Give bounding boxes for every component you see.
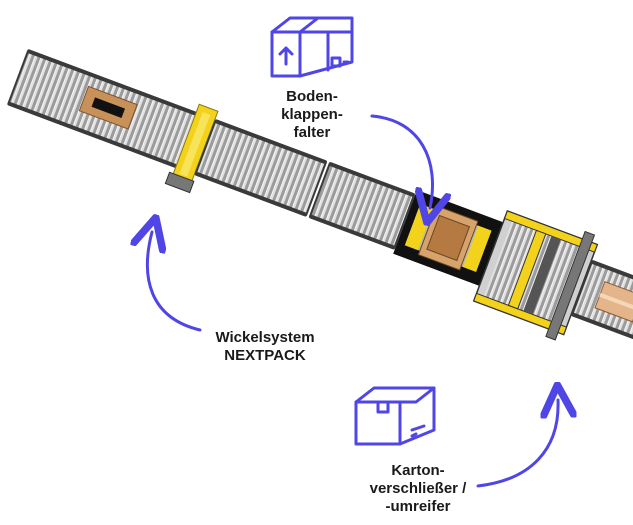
- carton-closer-machine: [472, 210, 599, 341]
- package-arrow-up-icon: [270, 16, 354, 78]
- arrow-to-exit: [476, 400, 558, 488]
- exit-conveyor: [571, 260, 633, 342]
- conveyor-section-3: [308, 162, 416, 250]
- arrow-to-wrapping: [147, 232, 202, 332]
- arrow-to-folder: [370, 114, 433, 208]
- conveyor-line: [7, 49, 633, 342]
- label-carton-closer: Karton- verschließer / -umreifer: [369, 462, 467, 515]
- package-closed-icon: [354, 386, 436, 446]
- label-wrapping-system: Wickelsystem NEXTPACK: [215, 329, 315, 364]
- label-bottom-flap-folder: Boden- klappen- falter: [281, 88, 343, 141]
- wrapping-unit: [164, 103, 219, 194]
- conveyor-section-2: [194, 119, 327, 217]
- carton-blank: [78, 85, 138, 130]
